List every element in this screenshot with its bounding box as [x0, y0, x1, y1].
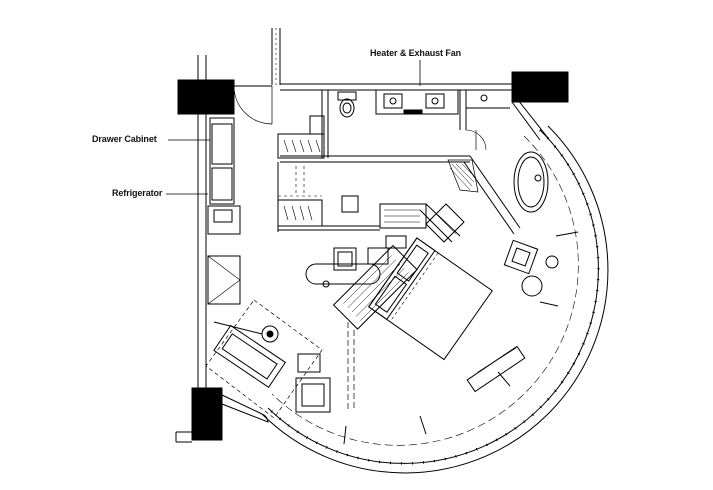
drawer-cabinet-label: Drawer Cabinet: [92, 134, 157, 144]
closet-doors: [278, 166, 322, 196]
wardrobe: [334, 246, 417, 329]
column-top-right: [512, 72, 568, 102]
reading-chair: [504, 240, 558, 296]
entry-door: [234, 86, 272, 124]
bathtub: [514, 152, 548, 212]
vanity-sinks: [376, 90, 458, 114]
console-table: [306, 264, 380, 287]
toilet: [338, 92, 356, 117]
label-leaders: [166, 60, 420, 194]
corridor-wall: [272, 28, 280, 85]
window-bench: [467, 346, 525, 391]
curtain-track: [272, 136, 578, 445]
desk-chair: [334, 248, 356, 270]
column-bottom-left: [192, 388, 222, 440]
shower: [466, 95, 510, 150]
bath-right-wall: [512, 100, 548, 140]
bathroom-partitions: [280, 90, 470, 162]
refrigerator-label: Refrigerator: [112, 188, 163, 198]
lounge-chair: [296, 354, 330, 412]
heater-exhaust-fan-label: Heater & Exhaust Fan: [370, 48, 462, 58]
luggage-rack: [208, 256, 240, 304]
bed: [369, 238, 493, 360]
left-exterior-wall: [176, 55, 206, 442]
bathroom-top-wall: [280, 84, 512, 90]
area-rug: [206, 300, 322, 418]
desk: [342, 196, 426, 228]
center-partition: [348, 322, 354, 410]
sofa: [214, 326, 285, 388]
drawer-cabinet: [210, 118, 234, 204]
bedroom-diagonal-wall: [420, 204, 464, 242]
curved-exterior-wall: [222, 126, 608, 473]
angled-bathroom-wall: [448, 156, 520, 234]
column-top-left: [178, 80, 234, 114]
refrigerator: [208, 206, 240, 234]
floor-lamp: [214, 322, 278, 342]
closet-block: [278, 116, 380, 232]
